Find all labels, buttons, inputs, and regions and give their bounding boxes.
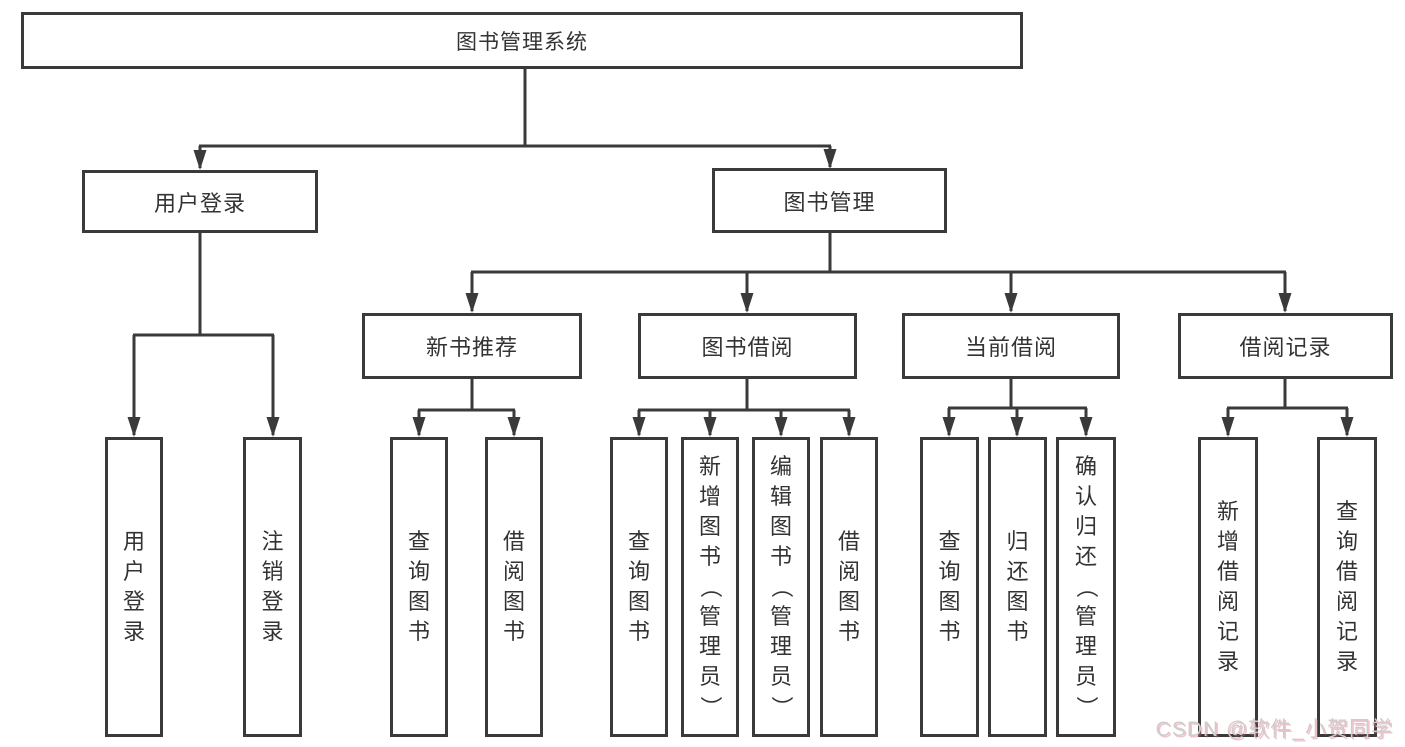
node-current-borrow: 当前借阅 bbox=[902, 313, 1120, 379]
connector-new-book-rec-to-leaves bbox=[412, 379, 521, 437]
connector-root-to-level2 bbox=[193, 69, 837, 170]
arrowhead bbox=[1010, 417, 1024, 437]
arrowhead bbox=[266, 417, 280, 437]
node-leaf-query-book-new: 查询图书 bbox=[390, 437, 448, 737]
node-leaf-query-book-borrow: 查询图书 bbox=[610, 437, 668, 737]
csdn-watermark: CSDN @软件_小贺同学 bbox=[1155, 718, 1393, 741]
node-user-login: 用户登录 bbox=[82, 170, 318, 233]
arrowhead bbox=[507, 417, 521, 437]
arrowhead bbox=[465, 293, 479, 313]
arrowhead bbox=[1221, 417, 1235, 437]
node-leaf-query-borrow-record: 查询借阅记录 bbox=[1317, 437, 1377, 737]
connector-book-mgmt-to-level3 bbox=[465, 233, 1292, 313]
node-leaf-edit-book-admin: 编辑图书（管理员） bbox=[752, 437, 810, 737]
node-leaf-logout: 注销登录 bbox=[243, 437, 302, 737]
node-new-book-rec: 新书推荐 bbox=[362, 313, 582, 379]
connector-current-borrow-to-leaves bbox=[942, 379, 1093, 437]
arrowhead bbox=[774, 417, 788, 437]
node-leaf-query-book-current: 查询图书 bbox=[920, 437, 979, 737]
arrowhead bbox=[823, 149, 837, 169]
connector-user-login-to-leaves bbox=[127, 233, 280, 437]
arrowhead bbox=[842, 417, 856, 437]
node-book-borrow: 图书借阅 bbox=[638, 313, 857, 379]
arrowhead bbox=[740, 293, 754, 313]
node-leaf-add-book-admin: 新增图书（管理员） bbox=[681, 437, 739, 737]
arrowhead bbox=[1004, 293, 1018, 313]
arrowhead bbox=[127, 417, 141, 437]
node-leaf-borrow-book-new: 借阅图书 bbox=[485, 437, 543, 737]
arrowhead bbox=[942, 417, 956, 437]
arrowhead bbox=[1278, 293, 1292, 313]
node-root: 图书管理系统 bbox=[21, 12, 1023, 69]
arrowhead bbox=[703, 417, 717, 437]
node-leaf-user-login: 用户登录 bbox=[105, 437, 163, 737]
node-leaf-add-borrow-record: 新增借阅记录 bbox=[1198, 437, 1258, 737]
arrowhead bbox=[1340, 417, 1354, 437]
connector-book-borrow-to-leaves bbox=[632, 379, 856, 437]
arrowhead bbox=[193, 150, 207, 170]
node-book-mgmt: 图书管理 bbox=[712, 168, 947, 233]
arrowhead bbox=[1079, 417, 1093, 437]
node-leaf-return-book: 归还图书 bbox=[988, 437, 1047, 737]
node-borrow-records: 借阅记录 bbox=[1178, 313, 1393, 379]
arrowhead bbox=[412, 417, 426, 437]
connector-borrow-records-to-leaves bbox=[1221, 379, 1354, 437]
arrowhead bbox=[632, 417, 646, 437]
node-leaf-confirm-return-admin: 确认归还（管理员） bbox=[1056, 437, 1116, 737]
node-leaf-borrow-book-borrow: 借阅图书 bbox=[820, 437, 878, 737]
